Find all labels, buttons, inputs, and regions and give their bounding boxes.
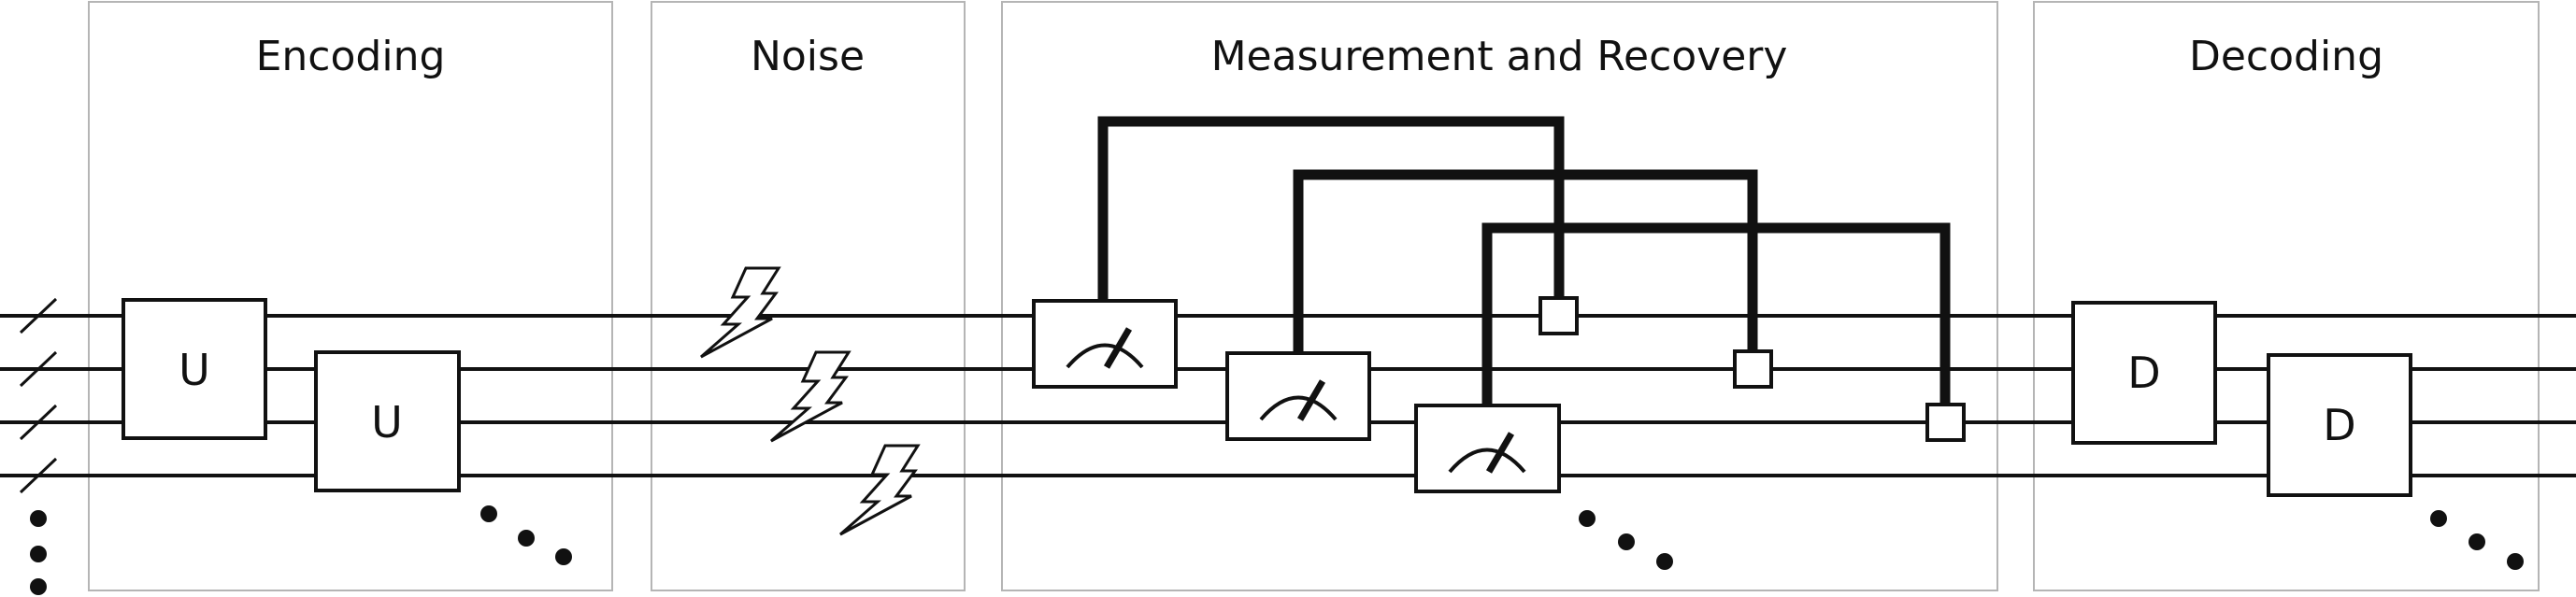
lightning-bolt-icon (770, 350, 852, 443)
classical-control-lines (1097, 116, 1951, 405)
bundle-slash-4 (19, 457, 58, 494)
gate-label-u2: U (371, 397, 403, 448)
bundle-slash-1 (19, 297, 58, 334)
panel-noise: Noise (651, 1, 966, 591)
bundle-slash-2 (19, 350, 58, 388)
measurement-box-1 (1032, 299, 1178, 389)
meter-icon (1448, 432, 1526, 474)
control-line-2 (1293, 169, 1758, 353)
control-line-3 (1481, 222, 1951, 405)
recovery-gate-1 (1538, 296, 1579, 335)
meter-icon (1259, 379, 1338, 421)
gate-label-d2: D (2323, 400, 2355, 450)
decoding-gate-1: D (2071, 301, 2217, 445)
recovery-gate-2 (1733, 349, 1773, 389)
panel-encoding: Encoding (88, 1, 613, 591)
lightning-bolt-icon (839, 444, 921, 536)
gate-label-u1: U (179, 345, 210, 395)
panel-title-noise: Noise (751, 33, 865, 80)
control-line-1 (1097, 116, 1565, 301)
vertical-ellipsis-dots (30, 510, 47, 595)
bundle-slashes (19, 297, 58, 494)
measurement-box-3 (1414, 404, 1561, 493)
ellipsis-encoding (480, 505, 572, 565)
noise-bolts (700, 266, 921, 536)
encoding-gate-2: U (314, 350, 461, 492)
measurement-box-2 (1225, 351, 1371, 441)
panel-measurement-recovery: Measurement and Recovery (1001, 1, 1998, 591)
lightning-bolt-icon (700, 266, 781, 359)
gate-label-d1: D (2127, 348, 2160, 398)
panel-decoding: Decoding (2033, 1, 2540, 591)
recovery-gates (1538, 296, 1966, 442)
ellipsis-measurement (1579, 510, 1673, 570)
bundle-slash-3 (19, 404, 58, 441)
ellipsis-decoding (2430, 510, 2524, 570)
encoding-gate-1: U (122, 298, 267, 440)
panel-title-encoding: Encoding (256, 33, 446, 80)
panel-title-measurement: Measurement and Recovery (1211, 33, 1788, 80)
panel-title-decoding: Decoding (2189, 33, 2383, 80)
meter-icon (1066, 327, 1144, 369)
recovery-gate-3 (1925, 403, 1966, 442)
decoding-gate-2: D (2267, 353, 2412, 497)
